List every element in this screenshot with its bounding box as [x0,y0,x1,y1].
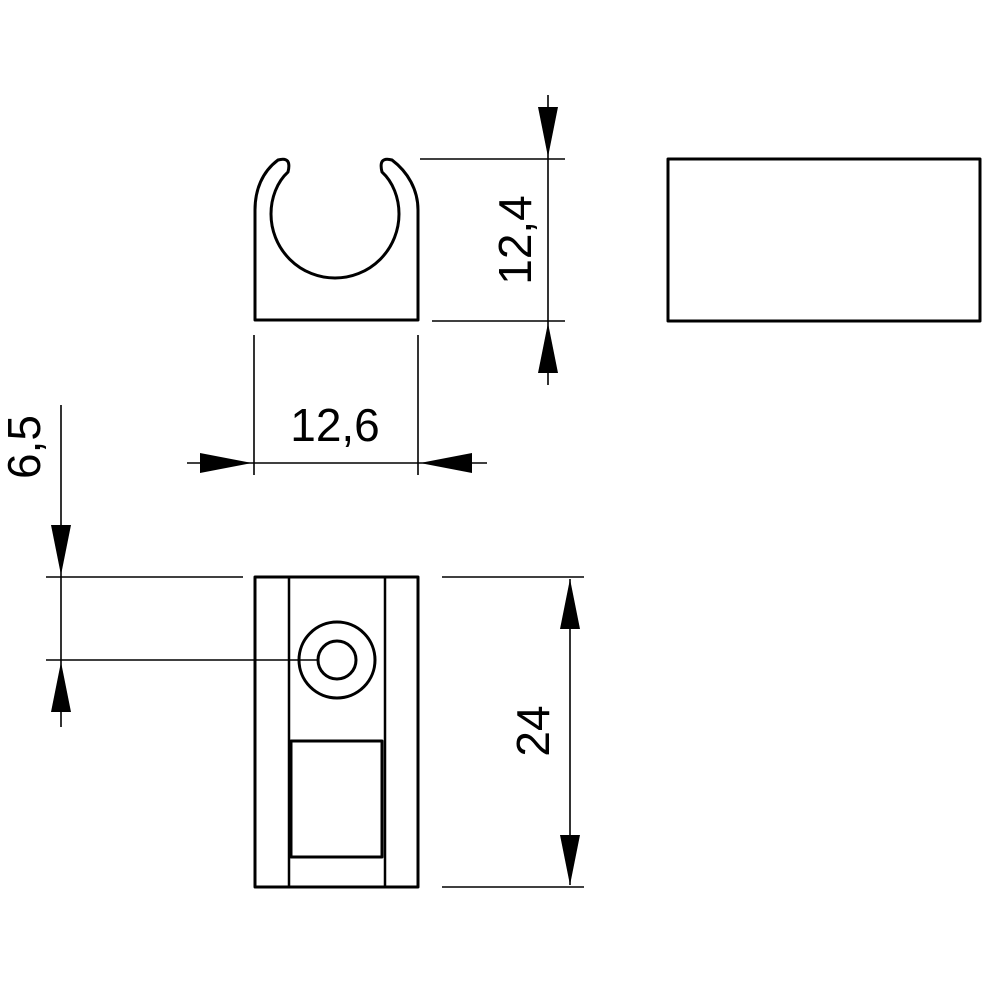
dimension-height: 12,4 [420,95,565,385]
arrow-up [538,323,558,373]
dimension-length: 24 [442,576,584,888]
arrow-down [560,835,580,885]
arrow-up [51,662,71,712]
dimension-hole-offset: 6,5 [0,405,318,727]
dimension-width: 12,6 [187,335,487,475]
arrow-left [420,453,472,473]
clip-top-outline [253,575,420,889]
arrow-up [560,579,580,629]
dimension-label-length: 24 [507,705,559,756]
clip-side-outline [666,157,982,323]
top-view-clip [253,575,420,889]
screw-hole-inner [316,639,358,681]
dimension-label-height: 12,4 [489,195,541,285]
dimension-label-hole-offset: 6,5 [0,415,50,479]
dimension-label-width: 12,6 [290,399,380,451]
front-view-clip [253,157,420,322]
arrow-down [538,107,558,157]
clip-front-outline [253,157,420,322]
clip-slot [289,739,384,859]
side-view-clip [666,157,982,323]
arrow-down [51,525,71,575]
arrow-right [200,453,252,473]
